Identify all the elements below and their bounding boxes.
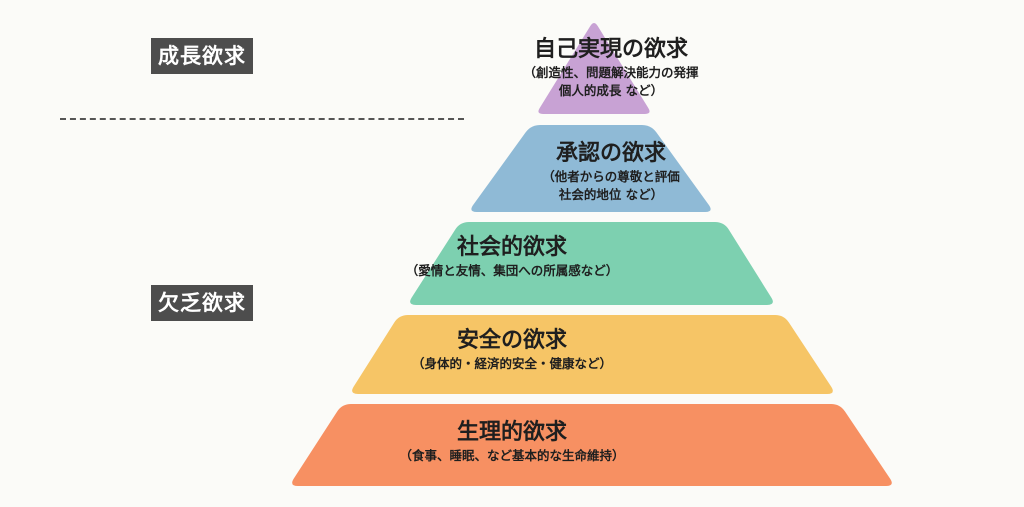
pyramid-segment-self-actualization: [538, 23, 650, 114]
pyramid-segment-esteem: [471, 125, 711, 212]
category-label-deficiency: 欠乏欲求: [151, 285, 253, 321]
level-description: （創造性、問題解決能力の発揮: [523, 65, 699, 80]
level-esteem: 承認の欲求 （他者からの尊敬と評価 社会的地位 など）: [420, 140, 802, 204]
level-self-actualization: 自己実現の欲求 （創造性、問題解決能力の発揮 個人的成長 など）: [440, 36, 782, 100]
level-physiological: 生理的欲求 （食事、睡眠、など基本的な生命維持）: [0, 419, 1024, 465]
level-description: （身体的・経済的安全・健康など）: [411, 356, 612, 371]
pyramid-segment-physiological: [292, 404, 892, 486]
level-description: （他者からの尊敬と評価: [542, 169, 680, 184]
level-title: 安全の欲求: [456, 328, 567, 353]
level-social: 社会的欲求 （愛情と友情、集団への所属感など）: [0, 234, 1024, 280]
pyramid-segment-social: [410, 222, 773, 305]
level-title: 承認の欲求: [555, 141, 666, 166]
pyramid-segment-safety: [352, 315, 833, 394]
level-title: 生理的欲求: [456, 420, 567, 445]
category-label-growth: 成長欲求: [151, 38, 253, 74]
level-safety: 安全の欲求 （身体的・経済的安全・健康など）: [0, 327, 1024, 373]
level-title: 社会的欲求: [456, 235, 567, 260]
level-description: （食事、睡眠、など基本的な生命維持）: [399, 448, 625, 463]
category-divider: [60, 118, 464, 120]
level-description: 個人的成長 など）: [558, 83, 664, 98]
level-description: （愛情と友情、集団への所属感など）: [405, 263, 619, 278]
level-title: 自己実現の欲求: [533, 37, 688, 62]
level-description: 社会的地位 など）: [558, 187, 664, 202]
